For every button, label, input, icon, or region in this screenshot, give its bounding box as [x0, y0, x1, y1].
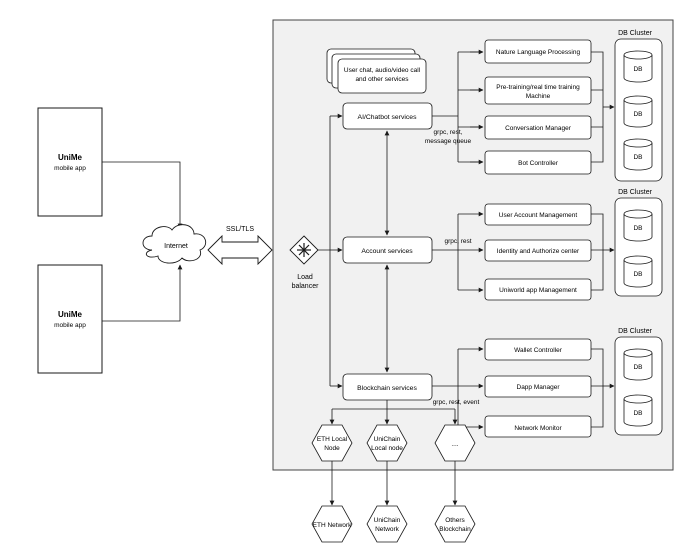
db-cluster-2: DB Cluster DB DB: [614, 189, 663, 297]
module-pretrain-line1: Pre-training/real time training: [496, 84, 580, 91]
eth-network-label: ETH Network: [313, 522, 352, 529]
db-cluster-title: DB Cluster: [618, 189, 653, 196]
db-cluster-title: DB Cluster: [618, 30, 653, 37]
eth-local-node: ETH Local Node: [311, 424, 353, 462]
unichain-local-node-line1: UniChain: [374, 436, 401, 443]
db-cluster-3: DB Cluster DB DB: [614, 328, 663, 436]
connector-phone-top-internet: [102, 161, 183, 229]
unichain-network-line1: UniChain: [374, 517, 401, 524]
load-balancer-label-1: Load: [297, 274, 313, 281]
protocol-account: grpc, rest: [444, 238, 471, 245]
db-label: DB: [633, 271, 642, 278]
server-container: [272, 19, 674, 471]
blockchain-services: Blockchain services: [342, 373, 433, 401]
ssl-label: SSL/TLS: [226, 226, 254, 233]
ssl-double-arrow: [207, 234, 273, 266]
account-services: Account services: [342, 236, 433, 264]
module-nlp: Nature Language Processing: [496, 49, 581, 56]
db-cylinder: DB: [623, 50, 653, 83]
module-pretrain-line2: Machine: [526, 93, 551, 100]
module-dapp: Dapp Manager: [517, 384, 561, 391]
protocol-ai-line2: message queue: [425, 138, 472, 145]
unichain-network: UniChain Network: [366, 505, 408, 543]
module-bot: Bot Controller: [518, 160, 559, 167]
other-local-node: ....: [434, 424, 476, 462]
unichain-local-node-line2: Local node: [371, 445, 403, 452]
star-icon: [297, 243, 311, 257]
module-uniworld: Uniworld app Management: [499, 287, 577, 294]
db-label: DB: [633, 410, 642, 417]
db-label: DB: [633, 154, 642, 161]
db-cylinder: DB: [623, 255, 653, 288]
account-modules: User Account Management Identity and Aut…: [484, 203, 592, 301]
connector-blockchain-nodes: [332, 400, 455, 410]
ai-modules: Nature Language Processing Pre-training/…: [484, 39, 592, 175]
unichain-local-node: UniChain Local node: [366, 424, 408, 462]
db-cluster-title: DB Cluster: [618, 328, 653, 335]
db-cylinder: DB: [623, 209, 653, 242]
db-label: DB: [633, 66, 642, 73]
ai-chatbot-services: AI/Chatbot services: [342, 102, 433, 130]
others-blockchain-line2: Blockchain: [439, 526, 471, 533]
connector-phone-bottom-internet: [102, 264, 183, 322]
eth-local-node-line2: Node: [324, 445, 340, 452]
phone-subtitle: mobile app: [54, 322, 86, 329]
blockchain-modules: Wallet Controller Dapp Manager Network M…: [484, 338, 592, 438]
internet-label: Internet: [164, 243, 188, 250]
db-cluster-1: DB Cluster DB DB DB: [614, 30, 663, 182]
connector-account-modules: [432, 214, 459, 290]
connector-lb-bus: [318, 116, 331, 386]
chat-services-line1: User chat, audio/video call: [344, 67, 421, 74]
module-user-account: User Account Management: [499, 212, 578, 219]
phone-title: UniMe: [58, 153, 83, 162]
blockchain-services-label: Blockchain services: [357, 385, 417, 392]
account-services-label: Account services: [361, 248, 413, 255]
others-blockchain: Others Blockchain: [434, 505, 476, 543]
phone-title: UniMe: [58, 310, 83, 319]
db-cylinder: DB: [623, 348, 653, 381]
db-label: DB: [633, 364, 642, 371]
protocol-ai-line1: grpc, rest,: [434, 129, 463, 136]
phone-bottom: UniMe mobile app: [37, 264, 103, 374]
unichain-network-line2: Network: [375, 526, 400, 533]
connector-blockchain-modules: [432, 349, 459, 427]
eth-network: ETH Network: [311, 505, 353, 543]
db-cylinder: DB: [623, 95, 653, 128]
db-cylinder: DB: [623, 138, 653, 171]
chat-services-stack: User chat, audio/video call and other se…: [326, 48, 427, 94]
load-balancer-label-2: balancer: [292, 283, 320, 290]
module-wallet: Wallet Controller: [514, 347, 563, 354]
others-blockchain-line1: Others: [445, 517, 465, 524]
ai-chatbot-label: AI/Chatbot services: [358, 114, 418, 121]
chat-services-line2: and other services: [355, 76, 409, 83]
db-cylinder: DB: [623, 394, 653, 427]
db-label: DB: [633, 225, 642, 232]
db-label: DB: [633, 111, 642, 118]
module-network-monitor: Network Monitor: [514, 425, 562, 432]
internet-cloud: Internet: [142, 224, 207, 264]
other-local-node-label: ....: [451, 441, 458, 448]
protocol-blockchain: grpc, rest, event: [433, 399, 480, 406]
module-conversation: Conversation Manager: [505, 125, 572, 132]
eth-local-node-line1: ETH Local: [317, 436, 348, 443]
phone-subtitle: mobile app: [54, 165, 86, 172]
load-balancer: Load balancer: [289, 235, 320, 290]
connector-account-db: [591, 213, 604, 291]
module-identity: Identity and Authorize center: [497, 248, 580, 255]
connector-blockchain-db: [591, 348, 604, 428]
phone-top: UniMe mobile app: [37, 107, 103, 217]
